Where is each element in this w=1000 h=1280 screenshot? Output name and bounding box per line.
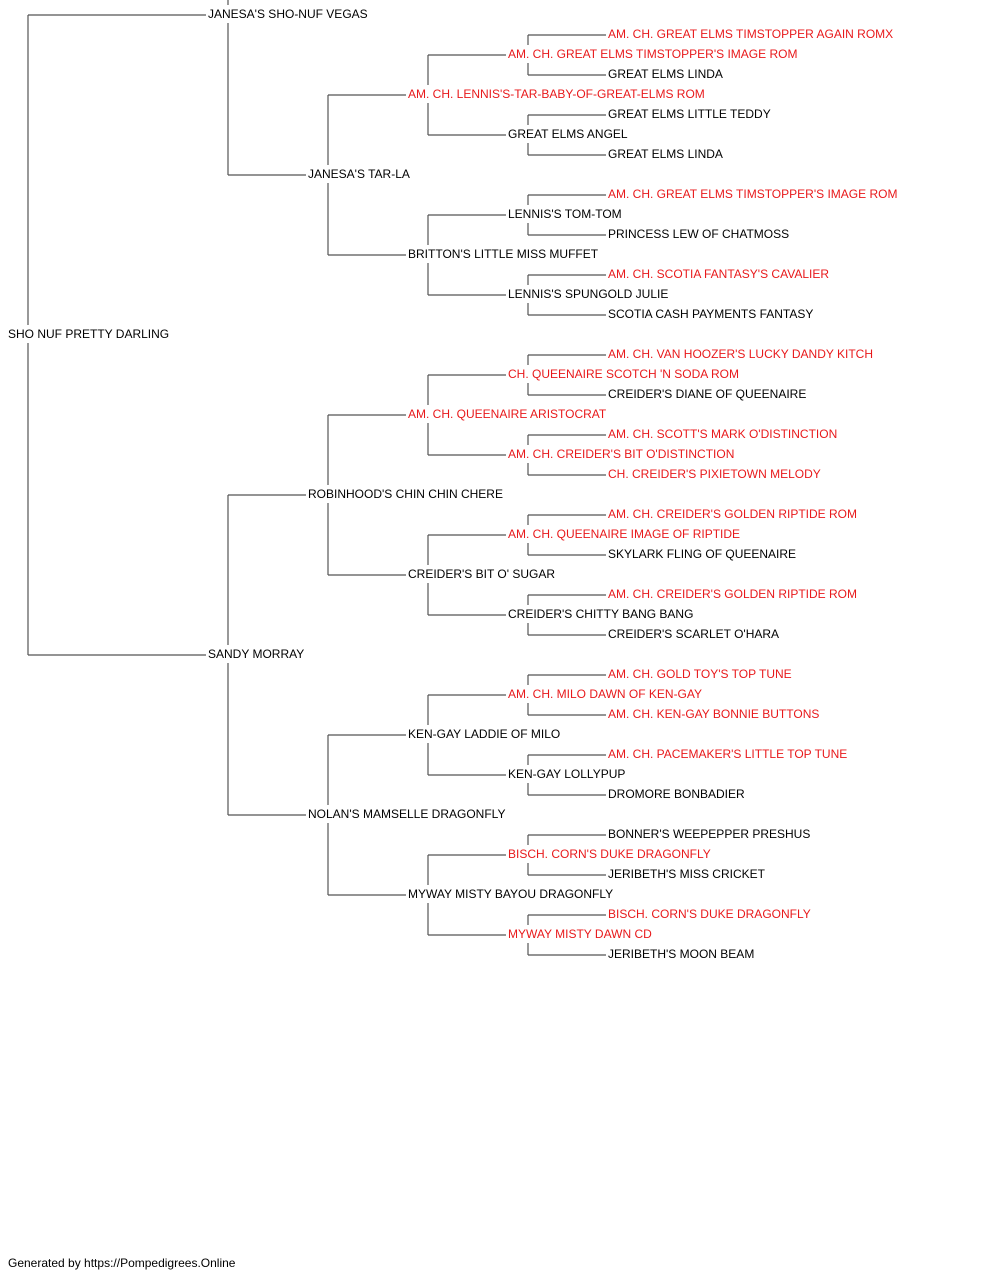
pedigree-name-root-d-d-s-s-s: AM. CH. GOLD TOY'S TOP TUNE [608, 667, 792, 681]
pedigree-name-root-d-d-d: MYWAY MISTY BAYOU DRAGONFLY [408, 887, 613, 901]
pedigree-name-root-s-d-d: BRITTON'S LITTLE MISS MUFFET [408, 247, 599, 261]
pedigree-name-root-d-d-s-d-d: DROMORE BONBADIER [608, 787, 745, 801]
pedigree-name-root-d-s-d-s-d: SKYLARK FLING OF QUEENAIRE [608, 547, 796, 561]
pedigree-name-root-d: SANDY MORRAY [208, 647, 304, 661]
pedigree-name-root-s-d-d-d: LENNIS'S SPUNGOLD JULIE [508, 287, 668, 301]
pedigree-name-root-d-s-s-d: AM. CH. CREIDER'S BIT O'DISTINCTION [508, 447, 734, 461]
pedigree-name-root-s-d-d-d-d: SCOTIA CASH PAYMENTS FANTASY [608, 307, 813, 321]
pedigree-name-root-s-s-d-d-d: POM-PUF'S FANCY FASHION [608, 0, 773, 1]
pedigree-name-root-d-s-d-d-s: AM. CH. CREIDER'S GOLDEN RIPTIDE ROM [608, 587, 857, 601]
pedigree-name-root-s-d-s-s-d: GREAT ELMS LINDA [608, 67, 723, 81]
pedigree-name-root-d-d-d-d-d: JERIBETH'S MOON BEAM [608, 947, 754, 961]
pedigree-name-root-d-s-s-s-d: CREIDER'S DIANE OF QUEENAIRE [608, 387, 806, 401]
pedigree-name-root-s-d-s: AM. CH. LENNIS'S-TAR-BABY-OF-GREAT-ELMS … [408, 87, 705, 101]
pedigree-name-root-d-s-d-d: CREIDER'S CHITTY BANG BANG [508, 607, 693, 621]
pedigree-name-root: SHO NUF PRETTY DARLING [8, 327, 169, 341]
pedigree-name-root-d-d-d-d-s: BISCH. CORN'S DUKE DRAGONFLY [608, 907, 811, 921]
pedigree-name-root-d-d-s-s-d: AM. CH. KEN-GAY BONNIE BUTTONS [608, 707, 819, 721]
pedigree-name-root-d-s-d-d-d: CREIDER'S SCARLET O'HARA [608, 627, 779, 641]
pedigree-name-root-d-d-d-s-d: JERIBETH'S MISS CRICKET [608, 867, 766, 881]
pedigree-name-root-s-d-d-s-s: AM. CH. GREAT ELMS TIMSTOPPER'S IMAGE RO… [608, 187, 897, 201]
pedigree-name-root-d-s-s-d-s: AM. CH. SCOTT'S MARK O'DISTINCTION [608, 427, 837, 441]
pedigree-name-root-d-s-d: CREIDER'S BIT O' SUGAR [408, 567, 555, 581]
pedigree-name-root-s-d-d-d-s: AM. CH. SCOTIA FANTASY'S CAVALIER [608, 267, 829, 281]
pedigree-name-root-s-d-d-s: LENNIS'S TOM-TOM [508, 207, 622, 221]
pedigree-name-root-s-d-s-d: GREAT ELMS ANGEL [508, 127, 628, 141]
pedigree-name-root-s-d-s-s: AM. CH. GREAT ELMS TIMSTOPPER'S IMAGE RO… [508, 47, 797, 61]
pedigree-name-root-s-d-s-d-d: GREAT ELMS LINDA [608, 147, 723, 161]
pedigree-name-root-s-d-s-d-s: GREAT ELMS LITTLE TEDDY [608, 107, 771, 121]
pedigree-name-root-d-s: ROBINHOOD'S CHIN CHIN CHERE [308, 487, 503, 501]
pedigree-name-root-d-d-d-d: MYWAY MISTY DAWN CD [508, 927, 652, 941]
pedigree-name-root-d-d-s-d: KEN-GAY LOLLYPUP [508, 767, 625, 781]
pedigree-name-root-d-d: NOLAN'S MAMSELLE DRAGONFLY [308, 807, 505, 821]
pedigree-name-root-s-d: JANESA'S TAR-LA [308, 167, 410, 181]
pedigree-name-root-d-s-s-s: CH. QUEENAIRE SCOTCH 'N SODA ROM [508, 367, 739, 381]
pedigree-name-root-d-d-d-s: BISCH. CORN'S DUKE DRAGONFLY [508, 847, 711, 861]
pedigree-name-root-s-d-s-s-s: AM. CH. GREAT ELMS TIMSTOPPER AGAIN ROMX [608, 27, 893, 41]
pedigree-name-root-d-s-s-s-s: AM. CH. VAN HOOZER'S LUCKY DANDY KITCH [608, 347, 873, 361]
pedigree-name-root-d-s-d-s-s: AM. CH. CREIDER'S GOLDEN RIPTIDE ROM [608, 507, 857, 521]
pedigree-name-root-d-d-d-s-s: BONNER'S WEEPEPPER PRESHUS [608, 827, 810, 841]
pedigree-name-root-d-d-s: KEN-GAY LADDIE OF MILO [408, 727, 560, 741]
pedigree-name-root-d-s-s: AM. CH. QUEENAIRE ARISTOCRAT [408, 407, 607, 421]
pedigree-name-root-s-d-d-s-d: PRINCESS LEW OF CHATMOSS [608, 227, 789, 241]
pedigree-name-root-s: JANESA'S SHO-NUF VEGAS [208, 7, 368, 21]
pedigree-name-root-d-s-s-d-d: CH. CREIDER'S PIXIETOWN MELODY [608, 467, 821, 481]
pedigree-name-root-d-s-d-s: AM. CH. QUEENAIRE IMAGE OF RIPTIDE [508, 527, 740, 541]
generated-by-footer: Generated by https://Pompedigrees.Online [8, 1256, 236, 1270]
pedigree-name-root-d-d-s-d-s: AM. CH. PACEMAKER'S LITTLE TOP TUNE [608, 747, 847, 761]
pedigree-name-root-d-d-s-s: AM. CH. MILO DAWN OF KEN-GAY [508, 687, 702, 701]
